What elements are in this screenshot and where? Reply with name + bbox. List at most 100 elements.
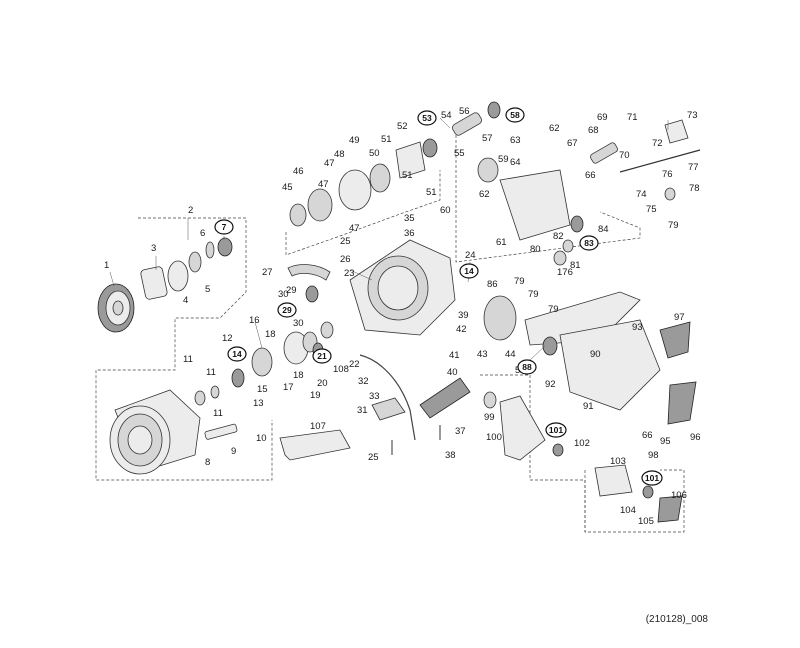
svg-text:88: 88 <box>522 362 532 372</box>
circled-part-labels: 7 14 14 14 21 29 <box>214 107 663 486</box>
part-label: 61 <box>496 237 507 248</box>
svg-text:21: 21 <box>317 351 327 361</box>
part-label: 54 <box>441 110 452 121</box>
part-label: 79 <box>528 289 539 300</box>
gear-cover-52 <box>395 141 426 179</box>
part-label: 97 <box>674 312 685 323</box>
main-gear-86 <box>483 295 517 341</box>
part-label: 93 <box>632 322 643 333</box>
part-label: 90 <box>590 349 601 360</box>
part-label: 108 <box>333 364 349 375</box>
part-label: 20 <box>317 378 328 389</box>
part-label: 64 <box>510 157 521 168</box>
sheet-107 <box>279 429 351 461</box>
part-labels: 1 2 3 4 5 6 8 9 10 11 11 11 12 13 15 16 … <box>104 106 701 527</box>
part-label: 66 <box>642 430 653 441</box>
bearing-83 <box>570 215 584 233</box>
svg-text:14: 14 <box>232 349 242 359</box>
part-label: 59 <box>498 154 509 165</box>
part-label: 29 <box>286 285 297 296</box>
part-label: 51 <box>426 187 437 198</box>
part-label: 99 <box>484 412 495 423</box>
body-guard-96 <box>667 381 697 425</box>
part-label: 98 <box>648 450 659 461</box>
spool <box>109 389 201 475</box>
part-label: 51 <box>402 170 413 181</box>
part-label: 74 <box>636 189 647 200</box>
part-label: 15 <box>257 384 268 395</box>
part-label: 4 <box>183 295 188 306</box>
part-label: 50 <box>369 148 380 159</box>
main-shaft-gear <box>251 347 273 377</box>
bearing-88 <box>542 336 558 356</box>
svg-text:53: 53 <box>422 113 432 123</box>
svg-text:29: 29 <box>282 305 292 315</box>
part-label: 69 <box>597 112 608 123</box>
bail-wire <box>359 354 416 441</box>
part-label: 75 <box>646 204 657 215</box>
circled-label: 53 <box>417 110 437 126</box>
svg-text:83: 83 <box>584 238 594 248</box>
group-outlines <box>95 130 685 533</box>
part-label: 47 <box>349 223 360 234</box>
circled-label: 83 <box>579 235 599 251</box>
part-label: 25 <box>340 236 351 247</box>
part-label: 12 <box>222 333 233 344</box>
part-label: 3 <box>151 243 156 254</box>
bearing-101b <box>642 485 654 499</box>
part-label: 106 <box>671 490 687 501</box>
part-label: 30 <box>278 289 289 300</box>
shaft-74 <box>619 149 701 173</box>
part-label: 62 <box>549 123 560 134</box>
svg-text:58: 58 <box>510 110 520 120</box>
part-label: 41 <box>449 350 460 361</box>
part-label: 86 <box>487 279 498 290</box>
part-label: 40 <box>447 367 458 378</box>
part-label: 49 <box>349 135 360 146</box>
part-label: 11 <box>183 354 193 365</box>
drag-washer-5 <box>188 251 202 273</box>
bail-roller-29 <box>305 285 319 303</box>
part-label: 62 <box>479 189 490 200</box>
collar-63 <box>477 157 499 183</box>
group-outline-spool-drag <box>95 217 273 481</box>
part-label: 103 <box>610 456 626 467</box>
part-label: 79 <box>668 220 679 231</box>
part-label: 16 <box>249 315 260 326</box>
drag-washer <box>140 266 168 300</box>
part-label: 25 <box>368 452 379 463</box>
part-label: 79 <box>548 304 559 315</box>
part-label: 47 <box>318 179 329 190</box>
gear-82 <box>562 239 574 253</box>
part-label: 48 <box>334 149 345 160</box>
part-label: 5 <box>205 284 210 295</box>
part-label: 176 <box>557 267 573 278</box>
handle-knob-103 <box>594 464 633 497</box>
spool-clip <box>204 423 238 440</box>
leader-lines <box>109 117 669 361</box>
circled-label: 101 <box>545 422 567 438</box>
part-label: 42 <box>456 324 467 335</box>
part-label: 92 <box>545 379 556 390</box>
part-label: 78 <box>689 183 700 194</box>
part-label: 33 <box>369 391 380 402</box>
bail-arm-26 <box>287 264 331 281</box>
cap-73 <box>664 119 689 144</box>
circled-label: 14 <box>227 346 247 362</box>
part-label: 13 <box>253 398 264 409</box>
handle-arm-100 <box>499 395 546 461</box>
spring-67 <box>590 142 618 164</box>
part-label: 26 <box>340 254 351 265</box>
circled-label: 29 <box>277 302 297 318</box>
part-label: 73 <box>687 110 698 121</box>
part-label: 31 <box>357 405 368 416</box>
drag-washer-4 <box>167 260 189 292</box>
rotor <box>349 239 456 336</box>
cap-99 <box>483 391 497 409</box>
part-label: 52 <box>397 121 408 132</box>
part-label: 35 <box>404 213 415 224</box>
part-label: 70 <box>619 150 630 161</box>
part-label: 24 <box>465 250 476 261</box>
part-label: 67 <box>567 138 578 149</box>
bearing-14a <box>231 368 245 388</box>
